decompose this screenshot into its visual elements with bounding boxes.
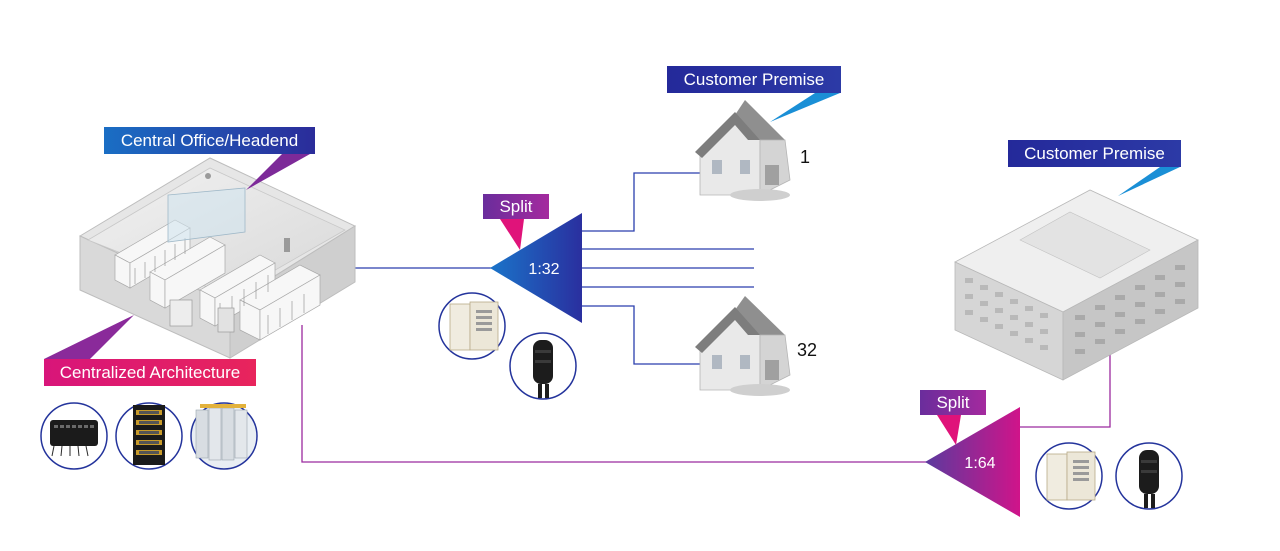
customer-premise-text-house: Customer Premise <box>684 70 825 89</box>
drop-line-house-1 <box>580 172 702 232</box>
splice-closure-photo-top <box>509 332 577 400</box>
patch-panel-photo <box>40 402 108 470</box>
centralized-architecture-label: Centralized Architecture <box>44 315 256 386</box>
splitter-top-product-photos <box>438 292 577 400</box>
splitter-1-32: 1:32 <box>490 213 582 323</box>
drop-line-building <box>1016 345 1111 428</box>
fiber-lines <box>301 172 1111 463</box>
split-label-bottom: Split <box>920 390 986 445</box>
wall-box-photo-bottom <box>1035 442 1103 510</box>
central-office-label: Central Office/Headend <box>104 127 315 190</box>
centralized-product-photos <box>40 402 258 470</box>
fiber-rack-photo <box>115 402 183 470</box>
central-office-illustration <box>78 157 357 359</box>
central-office-text: Central Office/Headend <box>121 131 298 150</box>
split-label-top: Split <box>483 194 549 250</box>
cabinet-row-photo <box>190 402 258 470</box>
drop-line-house-32 <box>580 305 702 365</box>
splitter-1-64: 1:64 <box>925 407 1020 517</box>
splitter-ratio-top: 1:32 <box>528 261 559 278</box>
house-1-illustration <box>695 100 791 201</box>
feeder-line-bottom <box>301 325 928 463</box>
split-text-top: Split <box>499 197 532 216</box>
wall-box-photo-top <box>438 292 506 360</box>
house-number-first: 1 <box>800 147 810 167</box>
split-text-bottom: Split <box>936 393 969 412</box>
apartment-building-illustration <box>954 189 1199 381</box>
customer-premise-label-building: Customer Premise <box>1008 140 1181 196</box>
splitter-bottom-product-photos <box>1035 442 1183 510</box>
customer-premise-text-building: Customer Premise <box>1024 144 1165 163</box>
house-number-last: 32 <box>797 340 817 360</box>
splitter-ratio-bottom: 1:64 <box>964 455 995 472</box>
customer-premise-label-house: Customer Premise <box>667 66 841 122</box>
house-32-illustration <box>695 296 791 396</box>
splice-closure-photo-bottom <box>1115 442 1183 510</box>
centralized-architecture-text: Centralized Architecture <box>60 363 240 382</box>
